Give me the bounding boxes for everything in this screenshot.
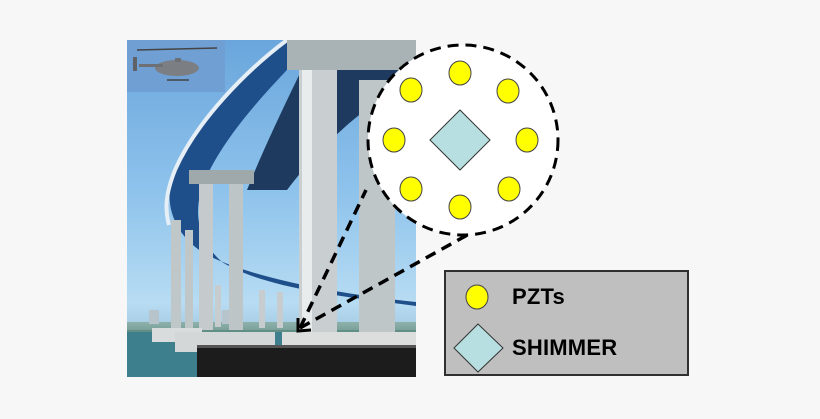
pzt-sensor-icon [399,77,423,103]
pzt-sensors [382,60,539,220]
shimmer-legend-icon [453,323,504,373]
helicopter-icon [133,47,218,81]
pzt-sensor-icon [497,176,521,202]
callout-line-upper [298,189,368,329]
legend-item-shimmer: SHIMMER [446,322,617,374]
pzt-sensor-icon [448,60,472,86]
callout-line-lower [299,227,479,330]
legend-box: PZTs SHIMMER [444,270,689,376]
pzt-sensor-icon [382,127,406,153]
legend-item-pzts: PZTs [446,282,565,312]
pzt-sensor-icon [399,176,423,202]
legend-label-pzts: PZTs [512,284,565,309]
pzt-legend-icon [465,284,489,310]
legend-label-shimmer: SHIMMER [512,335,618,360]
pzt-sensor-icon [496,78,520,104]
pzt-sensor-icon [448,194,472,220]
shimmer-node-icon [429,109,491,171]
pzt-sensor-icon [515,127,539,153]
arrow-head-icon [296,318,312,333]
